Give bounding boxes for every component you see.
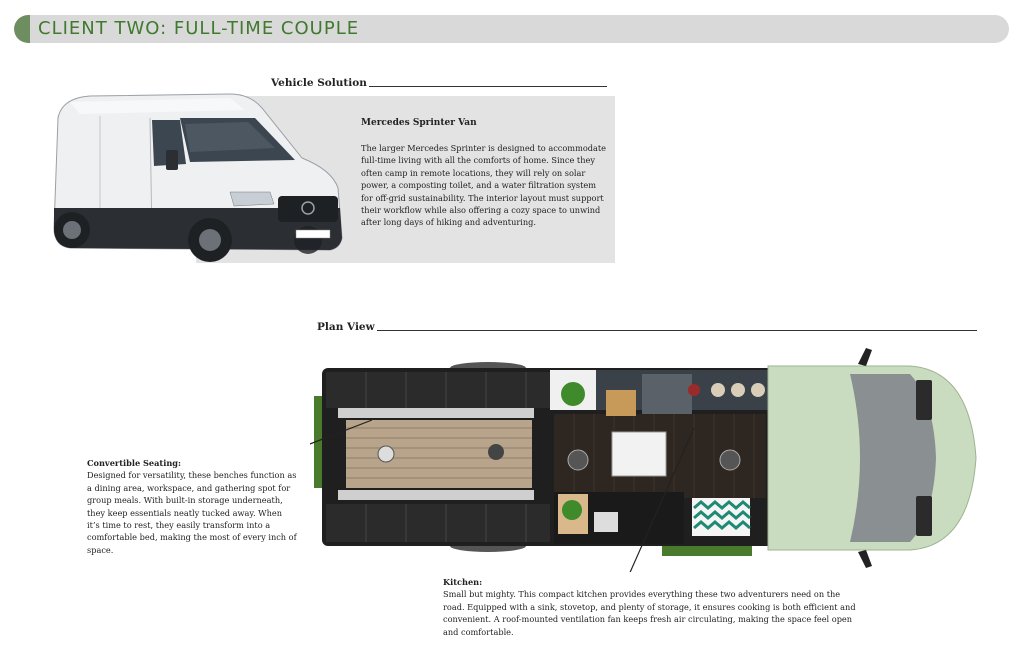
grass-patch [314,396,322,488]
bowl [377,445,395,463]
grass-patch [662,544,752,556]
plan-view-label: Plan View [317,321,375,333]
vent [916,380,932,420]
sink [642,374,692,414]
mirror [858,348,872,366]
burner [751,383,765,397]
plant-icon [561,382,585,406]
vent [916,496,932,536]
bench-top [326,372,550,408]
banner-accent [14,15,30,43]
heading-rule [376,330,977,331]
seating-callout-line [310,419,373,445]
header-banner: CLIENT TWO: FULL-TIME COUPLE [14,15,1009,43]
mirror [858,550,872,568]
cushion-bottom [338,490,534,500]
plan-view-heading: Plan View [317,321,977,333]
cushion-top [338,408,534,418]
page-title: CLIENT TWO: FULL-TIME COUPLE [38,18,360,39]
vehicle-name: Mercedes Sprinter Van [361,118,477,128]
van-illustration [53,93,343,262]
seating-text: Designed for versatility, these benches … [87,470,297,555]
stool [719,449,741,471]
burner [711,383,725,397]
kitchen-callout-line [629,427,695,572]
kitchen-text: Small but mighty. This compact kitchen p… [443,589,856,637]
stove-item [688,384,700,396]
vehicle-solution-label: Vehicle Solution [271,77,367,89]
seating-note: Convertible Seating: Designed for versat… [87,457,297,556]
kitchen-title: Kitchen: [443,577,483,587]
item-on-table [488,444,504,460]
vehicle-solution-heading: Vehicle Solution [271,77,607,89]
van-floor-plan [310,348,977,572]
burner [731,383,745,397]
vehicle-description: The larger Mercedes Sprinter is designed… [361,143,607,228]
plant-icon [562,500,582,520]
fridge [611,431,667,477]
sink-bottom [594,512,618,532]
heading-rule [368,86,607,87]
stool [567,449,589,471]
rug-pattern [693,500,751,530]
bench-bottom [326,504,550,542]
kitchen-note: Kitchen: Small but mighty. This compact … [443,576,863,638]
windshield [850,374,936,542]
cutting-board [606,390,636,416]
seating-title: Convertible Seating: [87,458,182,468]
